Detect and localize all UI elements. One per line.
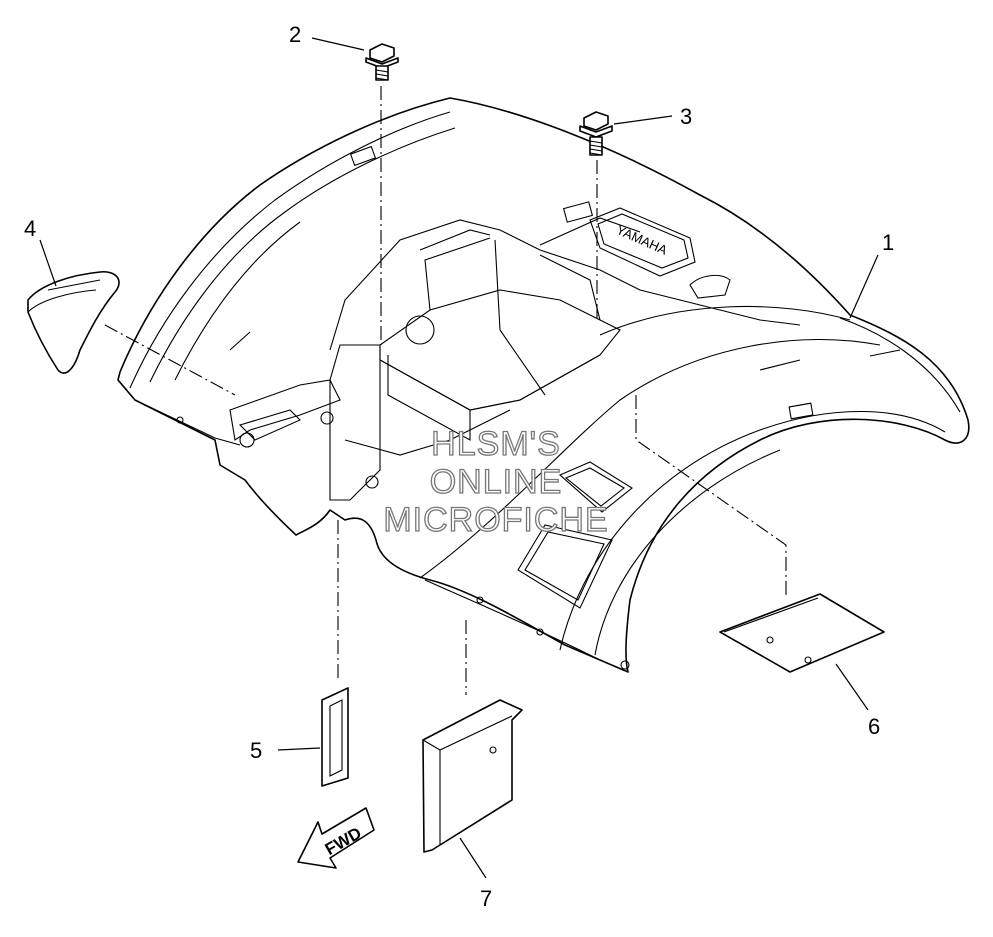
callout-3: 3 [680,104,692,129]
callout-1-leader [849,254,879,319]
flap-part-4 [27,270,120,374]
callout-6: 6 [868,714,880,739]
watermark-line-2: ONLINE [430,463,563,501]
callout-5: 5 [250,738,262,763]
plate-part-7 [422,699,523,853]
callout-7-leader [459,837,487,879]
strip-part-5 [321,687,349,787]
watermark: HLSM'S ONLINE MICROFICHE [383,424,609,539]
callout-2: 2 [289,22,301,47]
rear-fender-part: YAMAHA [117,97,970,673]
bolt-part-2 [365,43,399,81]
callout-1: 1 [882,230,894,255]
forward-direction-arrow: FWD [297,807,375,869]
callout-3-leader [613,115,673,125]
callout-6-leader [835,663,869,711]
panel-part-6 [719,593,885,673]
callout-4: 4 [24,216,36,241]
callout-2-leader [311,37,365,51]
bolt-part-3 [579,111,613,156]
callout-4-leader [39,239,57,287]
flap-4-axis-line [104,324,236,396]
callout-7: 7 [480,886,492,911]
callout-5-leader [277,747,321,751]
watermark-line-3: MICROFICHE [383,501,608,539]
watermark-line-1: HLSM'S [431,425,561,463]
